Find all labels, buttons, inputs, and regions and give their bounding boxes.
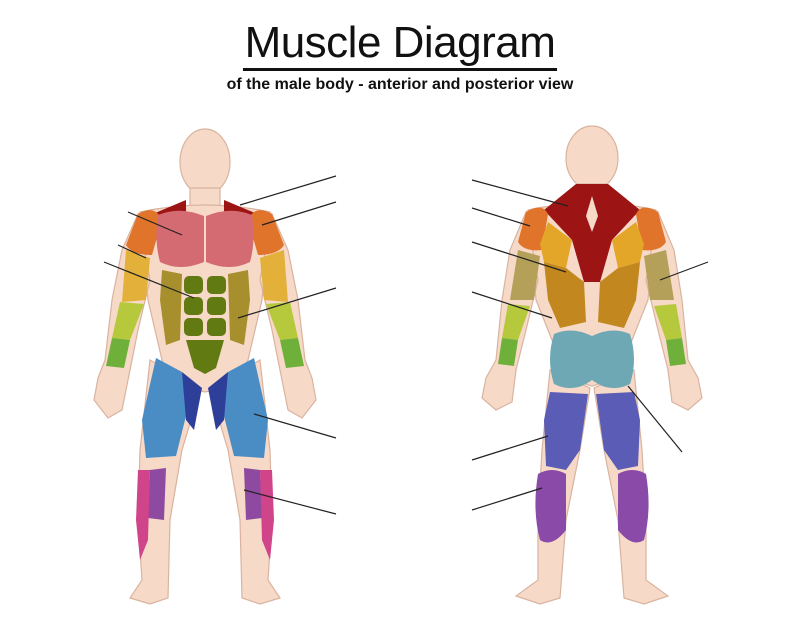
anterior-left-shin bbox=[136, 470, 150, 560]
posterior-left-lats bbox=[544, 262, 586, 328]
ab-lower bbox=[186, 340, 224, 374]
ab-1 bbox=[184, 276, 203, 294]
posterior-right-deltoid bbox=[636, 207, 666, 251]
diagram-title: Muscle Diagram bbox=[0, 18, 800, 71]
ab-2 bbox=[207, 276, 226, 294]
posterior-left-triceps bbox=[510, 250, 540, 300]
anterior-right-shin bbox=[260, 470, 274, 560]
label-line-triceps bbox=[659, 261, 709, 281]
anterior-right-deltoid bbox=[248, 210, 284, 255]
posterior-spine-gap bbox=[586, 196, 598, 232]
anterior-left-deltoid bbox=[126, 210, 162, 255]
anterior-abdominals bbox=[184, 276, 226, 374]
label-line-hamstring bbox=[471, 435, 549, 461]
posterior-right-calf bbox=[618, 470, 649, 543]
anterior-label-lines bbox=[103, 175, 337, 515]
anterior-right-biceps bbox=[260, 250, 288, 302]
label-line-abs bbox=[103, 261, 195, 299]
posterior-left-forearm-lower bbox=[498, 338, 518, 366]
posterior-label-lines bbox=[471, 179, 709, 511]
posterior-right-infraspinatus bbox=[612, 222, 644, 268]
label-line-trapezius bbox=[239, 175, 337, 206]
posterior-right-hamstring bbox=[596, 392, 640, 470]
anterior-right-forearm bbox=[266, 302, 298, 340]
posterior-left-glute bbox=[550, 330, 592, 389]
posterior-right-forearm-lower bbox=[666, 338, 686, 366]
ab-5 bbox=[184, 318, 203, 336]
label-line-oblique bbox=[237, 287, 337, 319]
anterior-right-quadriceps bbox=[220, 358, 268, 458]
anterior-left-forearm-lower bbox=[106, 338, 130, 368]
ab-6 bbox=[207, 318, 226, 336]
anterior-right-forearm-lower bbox=[280, 338, 304, 368]
posterior-left-forearm bbox=[502, 304, 530, 340]
label-line-lats bbox=[471, 291, 553, 319]
anterior-figure bbox=[93, 128, 337, 605]
anterior-left-calf bbox=[148, 468, 166, 520]
anterior-right-oblique bbox=[228, 270, 250, 345]
posterior-trapezius bbox=[544, 184, 640, 282]
posterior-head bbox=[565, 125, 619, 191]
label-line-glute bbox=[627, 385, 683, 453]
posterior-right-lats bbox=[598, 262, 640, 328]
anterior-left-biceps bbox=[122, 250, 150, 302]
posterior-right-glute bbox=[592, 330, 634, 389]
posterior-left-infraspinatus bbox=[540, 222, 572, 268]
label-line-calf-back bbox=[471, 487, 543, 511]
anterior-right-adductor bbox=[208, 372, 228, 430]
posterior-figure bbox=[471, 125, 709, 605]
label-line-pectoral bbox=[127, 211, 183, 236]
anterior-left-quadriceps bbox=[142, 358, 190, 458]
posterior-left-calf bbox=[535, 470, 566, 543]
anterior-right-pectoral bbox=[206, 210, 254, 267]
posterior-left-hamstring bbox=[544, 392, 588, 470]
anterior-right-calf bbox=[244, 468, 262, 520]
label-line-calf bbox=[243, 489, 337, 515]
diagram-subtitle: of the male body - anterior and posterio… bbox=[226, 76, 574, 93]
label-line-infraspinatus bbox=[471, 241, 567, 273]
anterior-left-adductor bbox=[182, 372, 202, 430]
anterior-left-oblique bbox=[160, 270, 182, 345]
posterior-right-triceps bbox=[644, 250, 674, 300]
ab-4 bbox=[207, 297, 226, 315]
anterior-left-pectoral bbox=[156, 210, 204, 267]
label-line-deltoid-right bbox=[261, 201, 337, 226]
posterior-right-forearm bbox=[654, 304, 682, 340]
anterior-left-forearm bbox=[112, 302, 144, 340]
anterior-head bbox=[179, 128, 231, 196]
label-line-quadriceps bbox=[253, 413, 337, 439]
label-line-deltoid-left bbox=[117, 244, 147, 259]
ab-3 bbox=[184, 297, 203, 315]
label-line-trapezius-back bbox=[471, 179, 569, 207]
posterior-left-deltoid bbox=[518, 207, 548, 251]
label-line-deltoid-back bbox=[471, 207, 531, 227]
